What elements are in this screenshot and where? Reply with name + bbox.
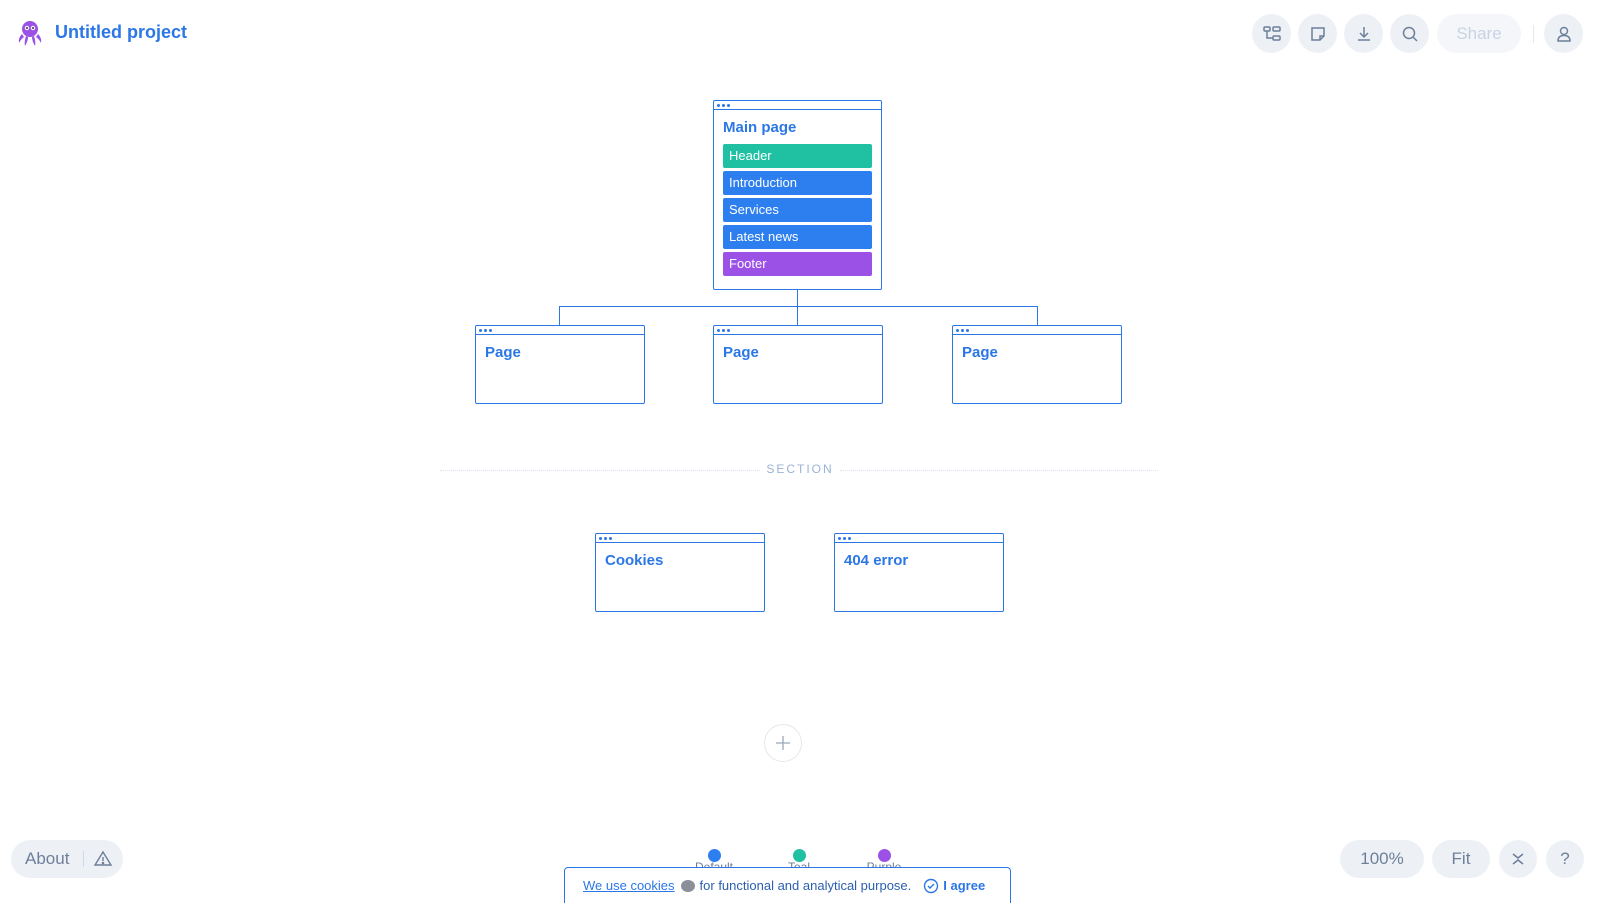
download-button[interactable]: [1344, 14, 1383, 53]
card-window-bar: [476, 326, 644, 335]
card-window-bar: [953, 326, 1121, 335]
check-circle-icon: [924, 878, 939, 893]
warning-icon[interactable]: [93, 849, 113, 869]
agree-label: I agree: [943, 878, 986, 893]
main-page-title[interactable]: Main page: [723, 119, 797, 136]
notes-button[interactable]: [1298, 14, 1337, 53]
cookie-icon: [680, 879, 695, 892]
card-window-bar: [714, 101, 881, 110]
agree-button[interactable]: I agree: [923, 878, 985, 894]
card-window-bar: [596, 534, 764, 543]
top-toolbar: Share: [1240, 14, 1600, 54]
connector-middle: [797, 306, 798, 325]
page-title[interactable]: Page: [485, 344, 521, 361]
octopus-logo-icon[interactable]: [16, 18, 44, 48]
search-icon: [1402, 26, 1418, 42]
sticky-note-icon: [1310, 26, 1325, 41]
about-divider: [83, 851, 85, 867]
plus-icon: [776, 736, 790, 750]
collapse-button[interactable]: [1499, 840, 1537, 878]
legend-dot-default[interactable]: [708, 849, 721, 862]
legend-dot-purple[interactable]: [878, 849, 891, 862]
page-title[interactable]: Page: [723, 344, 759, 361]
section-line-right: [840, 470, 1158, 471]
search-button[interactable]: [1390, 14, 1429, 53]
card-window-bar: [714, 326, 882, 335]
collapse-icon: [1512, 853, 1524, 865]
cookie-policy-link[interactable]: We use cookies: [583, 878, 675, 893]
zoom-level-button[interactable]: 100%: [1340, 840, 1424, 878]
section-label[interactable]: SECTION: [766, 462, 834, 476]
main-page-card[interactable]: Main page Header Introduction Services L…: [713, 100, 882, 290]
user-button[interactable]: [1544, 14, 1583, 53]
error-page-card[interactable]: 404 error: [834, 533, 1004, 612]
page-card[interactable]: Page: [713, 325, 883, 404]
card-window-bar: [835, 534, 1003, 543]
sitemap-view-button[interactable]: [1252, 14, 1291, 53]
help-button[interactable]: ?: [1546, 840, 1584, 878]
download-icon: [1357, 26, 1370, 41]
legend-dot-teal[interactable]: [793, 849, 806, 862]
share-button[interactable]: Share: [1437, 14, 1521, 53]
block-introduction[interactable]: Introduction: [723, 171, 872, 195]
about-pill: About: [11, 840, 123, 878]
block-header[interactable]: Header: [723, 144, 872, 168]
block-footer[interactable]: Footer: [723, 252, 872, 276]
cookie-banner: We use cookies for functional and analyt…: [564, 867, 1011, 903]
user-icon: [1556, 26, 1571, 42]
connector-left: [559, 306, 560, 325]
add-section-button[interactable]: [764, 724, 802, 762]
page-title[interactable]: Page: [962, 344, 998, 361]
page-title[interactable]: Cookies: [605, 552, 664, 569]
section-line-left: [440, 470, 760, 471]
connector-right: [1037, 306, 1038, 325]
page-card[interactable]: Page: [475, 325, 645, 404]
fit-button[interactable]: Fit: [1432, 840, 1490, 878]
page-card[interactable]: Page: [952, 325, 1122, 404]
main-page-blocks: Header Introduction Services Latest news…: [714, 136, 881, 276]
cookies-page-card[interactable]: Cookies: [595, 533, 765, 612]
connector-horizontal: [559, 306, 1038, 307]
connector-trunk: [797, 290, 798, 306]
project-title[interactable]: Untitled project: [55, 22, 188, 42]
page-title[interactable]: 404 error: [844, 552, 909, 569]
block-services[interactable]: Services: [723, 198, 872, 222]
sitemap-icon: [1262, 25, 1281, 41]
toolbar-divider: [1533, 25, 1534, 43]
about-button[interactable]: About: [25, 849, 70, 868]
cookie-text: for functional and analytical purpose.: [699, 878, 912, 893]
block-latest-news[interactable]: Latest news: [723, 225, 872, 249]
